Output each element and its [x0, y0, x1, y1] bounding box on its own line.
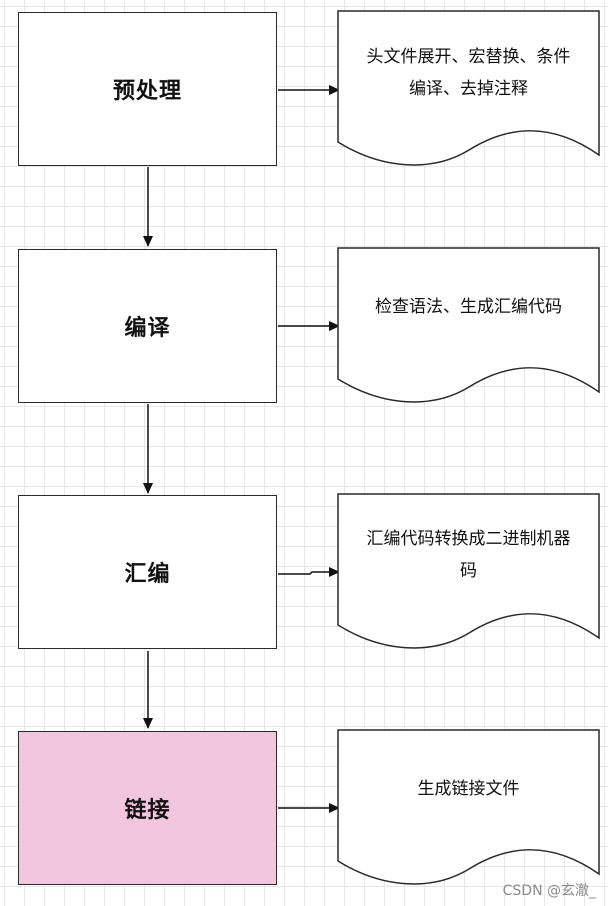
note-compile-text: 检查语法、生成汇编代码: [337, 291, 600, 323]
note-compile-line-1: 检查语法、生成汇编代码: [375, 297, 562, 317]
stage-assemble: 汇编: [18, 495, 277, 649]
note-preprocess-text: 头文件展开、宏替换、条件 编译、去掉注释: [337, 41, 600, 105]
stage-assemble-label: 汇编: [124, 562, 171, 587]
watermark: CSDN @玄澈_: [502, 883, 596, 899]
note-link: 生成链接文件: [337, 729, 600, 887]
note-link-line-1: 生成链接文件: [417, 779, 520, 799]
stage-compile: 编译: [18, 249, 277, 403]
note-preprocess-line-2: 编译、去掉注释: [409, 79, 528, 99]
note-compile-shape: [337, 247, 600, 403]
note-preprocess-shape: [337, 10, 600, 166]
note-assemble: 汇编代码转换成二进制机器 码: [337, 493, 600, 651]
note-preprocess: 头文件展开、宏替换、条件 编译、去掉注释: [337, 10, 600, 168]
note-assemble-line-1: 汇编代码转换成二进制机器: [366, 529, 571, 549]
note-compile: 检查语法、生成汇编代码: [337, 247, 600, 405]
stage-link: 链接: [18, 731, 277, 885]
arrow-to-note-assemble: [278, 567, 340, 577]
note-assemble-shape: [337, 493, 600, 649]
stage-compile-label: 编译: [124, 316, 171, 341]
note-assemble-line-2: 码: [460, 561, 477, 581]
stage-preprocess-label: 预处理: [112, 79, 182, 104]
stage-preprocess: 预处理: [18, 12, 277, 166]
stage-link-label: 链接: [124, 798, 171, 823]
note-preprocess-line-1: 头文件展开、宏替换、条件: [366, 47, 571, 67]
note-link-shape: [337, 729, 600, 885]
note-link-text: 生成链接文件: [337, 773, 600, 805]
note-assemble-text: 汇编代码转换成二进制机器 码: [337, 523, 600, 587]
